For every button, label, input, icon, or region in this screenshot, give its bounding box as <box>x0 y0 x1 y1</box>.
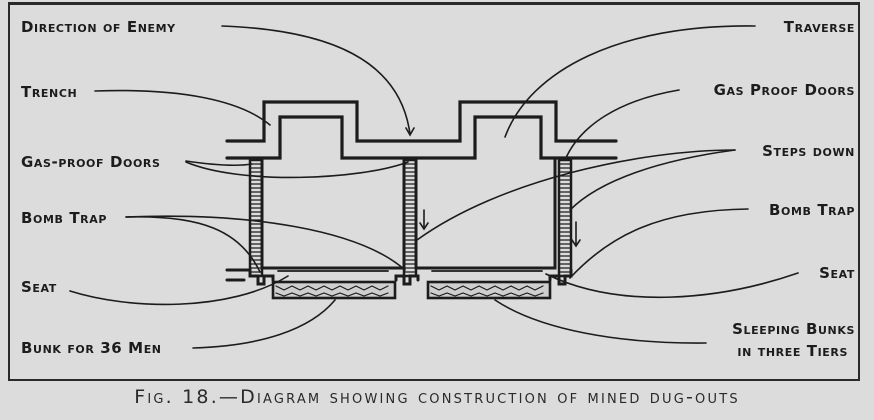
label-bomb-trap-left: Bomb Trap <box>21 209 108 227</box>
label-seat-left: Seat <box>21 278 57 296</box>
label-direction-of-enemy: Direction of Enemy <box>21 18 176 36</box>
figure-frame <box>8 2 860 381</box>
figure-caption: Fig. 18.—Diagram showing construction of… <box>134 386 740 408</box>
label-sleeping-bunks-line1: Sleeping Bunks <box>732 320 855 338</box>
label-bomb-trap-right: Bomb Trap <box>768 201 855 219</box>
label-trench: Trench <box>21 83 78 101</box>
label-seat-right: Seat <box>819 264 855 282</box>
leader-lines <box>69 25 799 349</box>
label-gas-proof-doors-left: Gas-proof Doors <box>21 153 161 171</box>
bunks-right <box>426 280 552 300</box>
bunks-left <box>271 280 397 300</box>
label-gas-proof-doors-right: Gas Proof Doors <box>713 81 855 99</box>
trench-outline <box>225 100 618 160</box>
label-bunk-for-36-men: Bunk for 36 Men <box>21 339 162 357</box>
label-steps-down: Steps down <box>762 142 855 160</box>
label-sleeping-bunks-line2: in three Tiers <box>737 342 848 360</box>
steps-down-arrows <box>419 209 581 248</box>
stair-shaft-right <box>557 158 573 278</box>
label-traverse: Traverse <box>783 18 855 36</box>
stair-shaft-middle <box>402 158 418 278</box>
